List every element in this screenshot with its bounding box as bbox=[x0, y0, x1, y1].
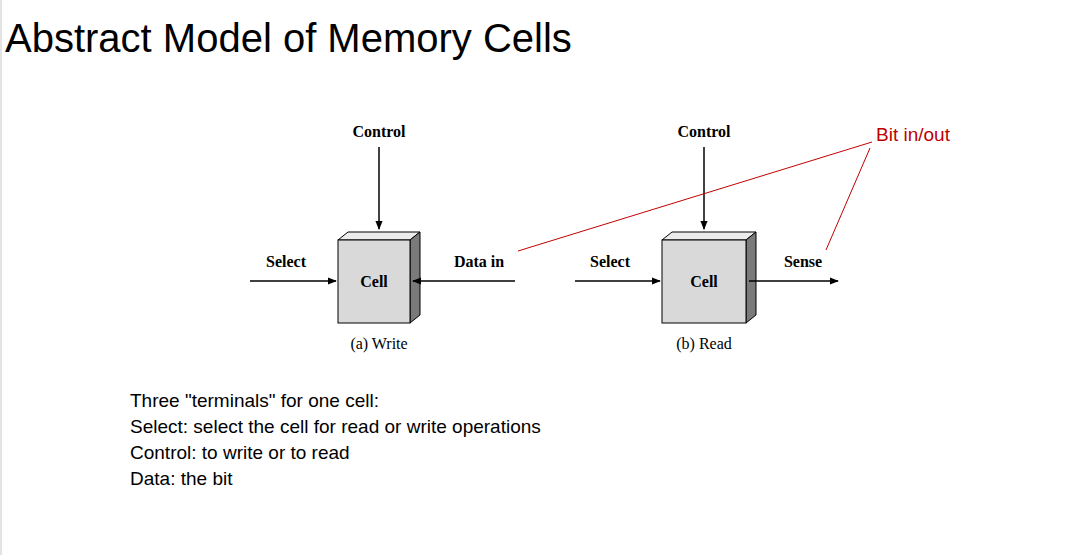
memory-cell: Cell bbox=[338, 240, 410, 323]
signal-name: Select bbox=[266, 253, 306, 271]
cube-shape bbox=[338, 232, 420, 323]
select-arrow bbox=[250, 280, 336, 282]
cell-label: Cell bbox=[360, 273, 388, 291]
note-line: Select: select the cell for read or writ… bbox=[130, 416, 541, 438]
page-edge bbox=[1, 0, 2, 555]
callout-note: Bit in/out bbox=[876, 124, 950, 146]
signal-name: Data in bbox=[454, 253, 504, 271]
note-line: Three "terminals" for one cell: bbox=[130, 390, 379, 412]
signal-name: Control bbox=[677, 123, 730, 141]
slide-title: Abstract Model of Memory Cells bbox=[5, 16, 572, 61]
cube-shape bbox=[662, 232, 756, 323]
memory-cell: Cell bbox=[662, 240, 746, 323]
signal-name: Sense bbox=[784, 253, 822, 271]
cell-label: Cell bbox=[690, 273, 718, 291]
signal-name: Control bbox=[352, 123, 405, 141]
sense-arrow bbox=[749, 280, 838, 282]
control-arrow bbox=[703, 147, 705, 229]
note-line: Control: to write or to read bbox=[130, 442, 350, 464]
signal-name: Select bbox=[590, 253, 630, 271]
leader-line bbox=[826, 148, 870, 250]
select-arrow bbox=[575, 280, 660, 282]
leader-line bbox=[518, 142, 872, 251]
sub-caption: (a) Write bbox=[350, 335, 407, 353]
sub-caption: (b) Read bbox=[676, 335, 732, 353]
data-in-arrow bbox=[413, 280, 515, 282]
note-line: Data: the bit bbox=[130, 468, 232, 490]
control-arrow bbox=[378, 147, 380, 229]
